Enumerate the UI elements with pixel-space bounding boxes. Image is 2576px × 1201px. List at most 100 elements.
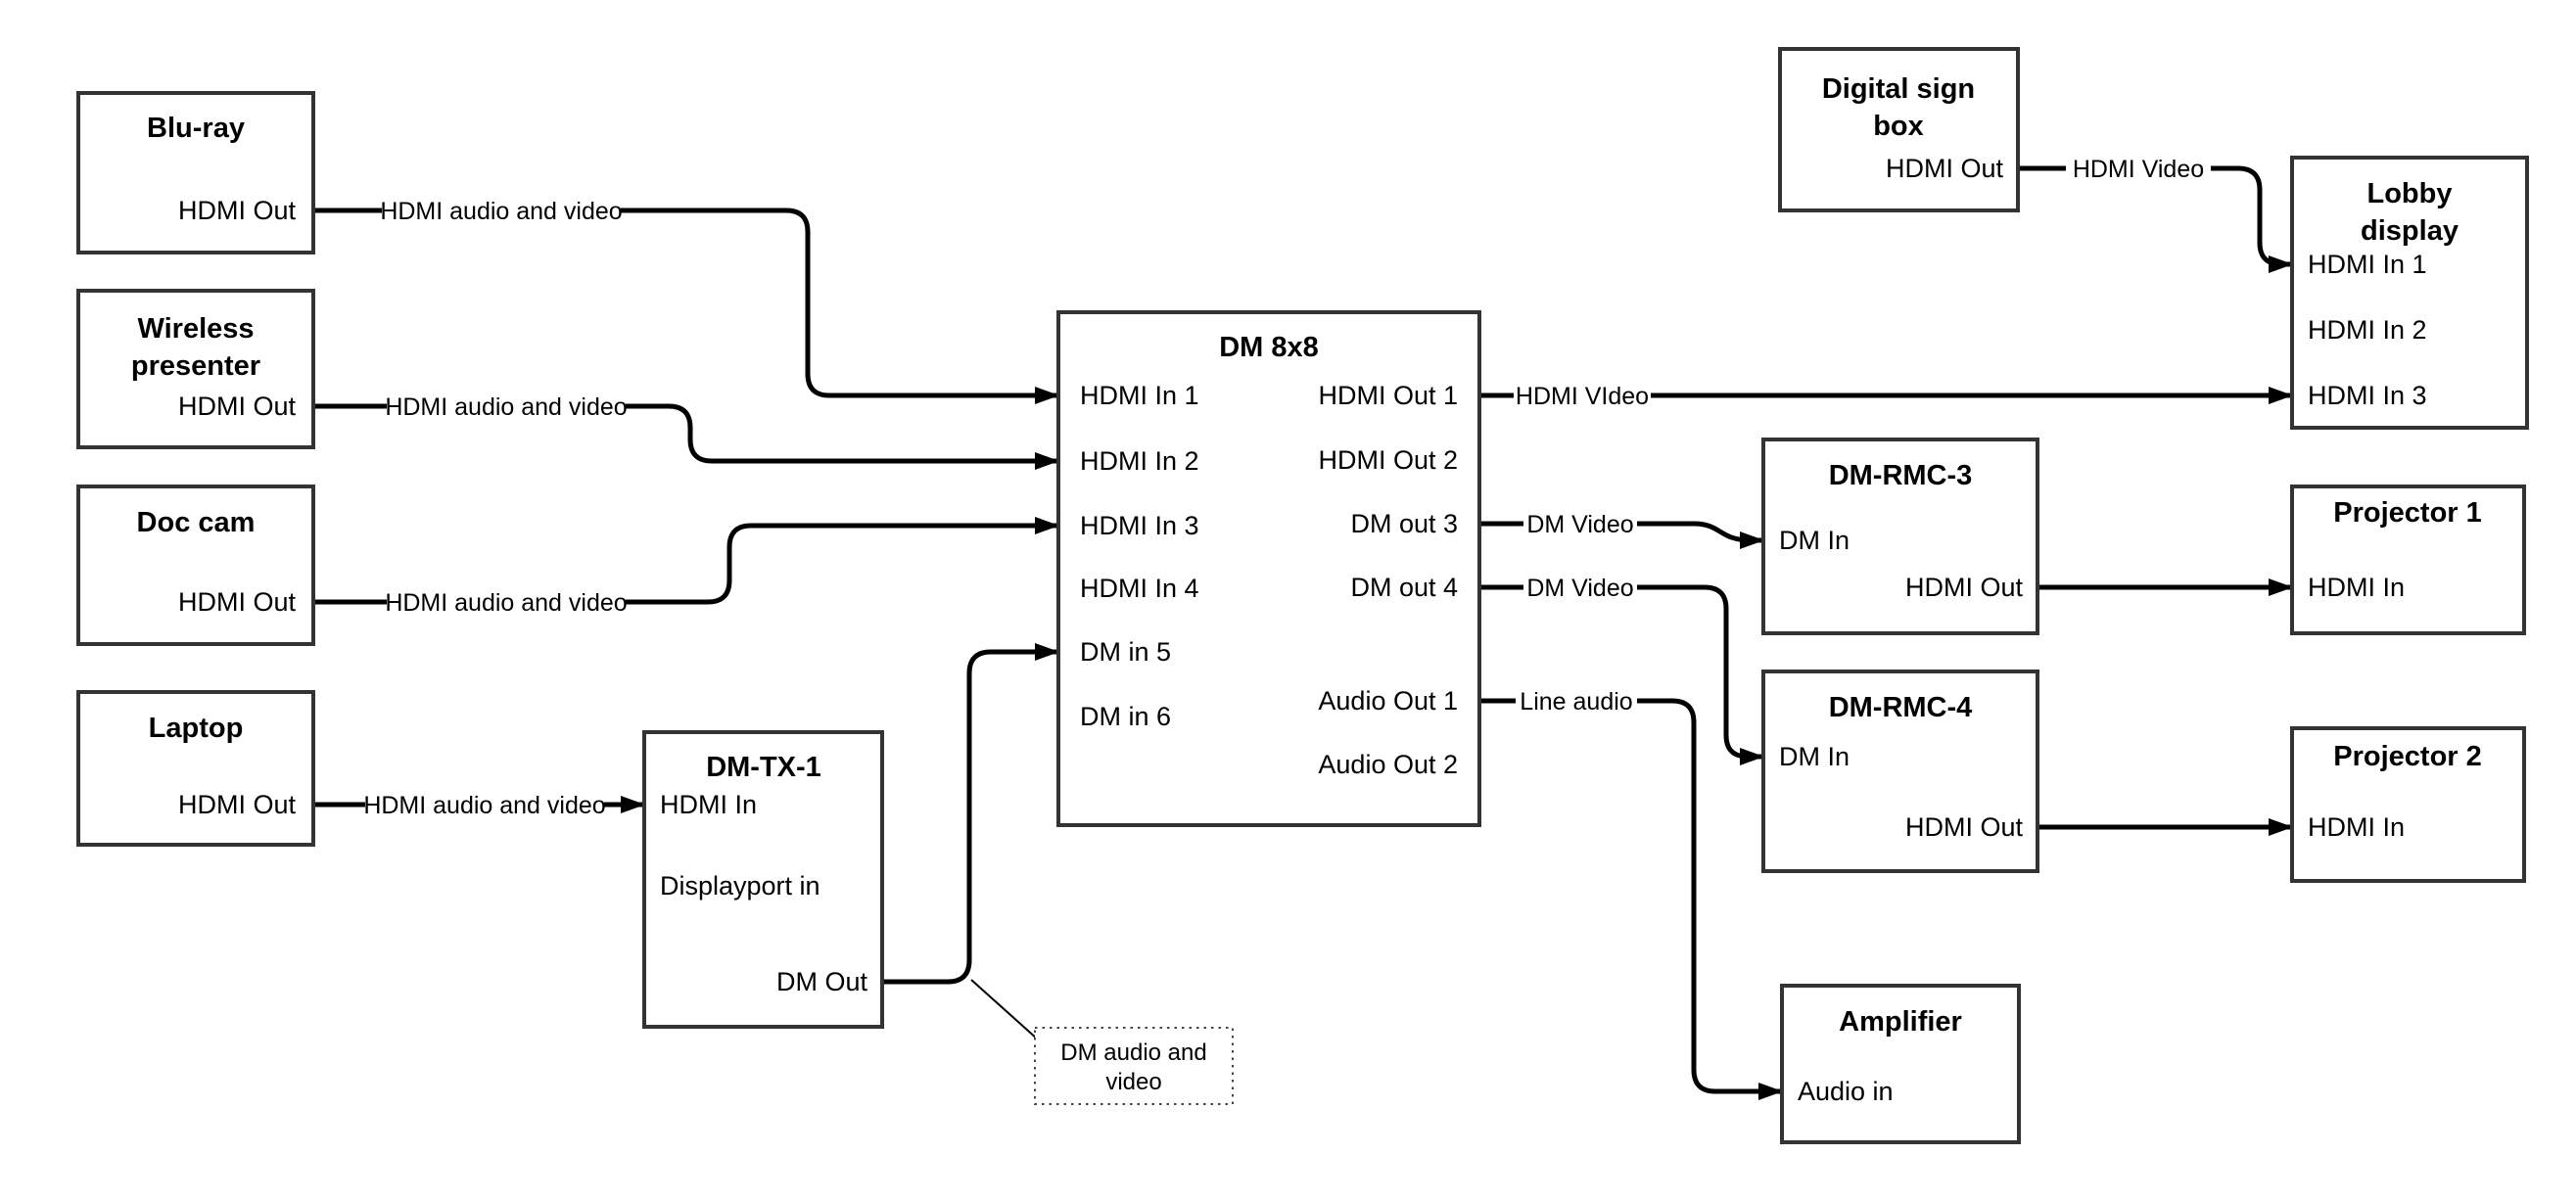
node-bluray-box [76, 91, 315, 254]
port-dmtx1-displayport-in: Displayport in [660, 871, 820, 901]
wire-doccam-to-dm8x8-in3 [313, 517, 1059, 605]
node-bluray: Blu-ray HDMI Out [76, 91, 315, 254]
node-amplifier: Amplifier Audio in [1780, 984, 2021, 1144]
node-dmrmc4-title: DM-RMC-4 [1829, 692, 1973, 723]
port-dmrmc4-hdmi-out: HDMI Out [1905, 812, 2024, 842]
node-proj2-title: Projector 2 [2333, 741, 2482, 772]
node-digitalsign-box [1778, 47, 2020, 212]
port-dm8x8-hdmi-in-4: HDMI In 4 [1080, 574, 1199, 603]
wire-label-bg [1523, 508, 1637, 539]
wire-dm8x8-audio1-to-amplifier [1479, 698, 1783, 1100]
port-amplifier-audio-in: Audio in [1798, 1077, 1894, 1106]
wire-label-bg [1523, 572, 1637, 603]
annotation-note-line2: video [1105, 1069, 1161, 1095]
wire-label-dm-video-out3: DM Video [1526, 511, 1633, 538]
annotation-note-line1: DM audio and [1060, 1039, 1206, 1066]
node-bluray-title: Blu-ray [147, 113, 245, 144]
wire-dm8x8-out4-to-dmrmc4 [1479, 584, 1764, 765]
port-doccam-hdmi-out: HDMI Out [178, 587, 297, 617]
port-lobby-hdmi-in-3: HDMI In 3 [2308, 381, 2427, 410]
node-projector-1: Projector 1 HDMI In [2290, 485, 2526, 635]
wire-bluray-to-dm8x8-in1 [313, 208, 1059, 404]
port-dm8x8-dm-in-5: DM in 5 [1080, 637, 1171, 667]
wire-digitalsign-to-lobby-in1 [2018, 165, 2293, 273]
port-dmtx1-hdmi-in: HDMI In [660, 790, 757, 819]
port-dm8x8-hdmi-out-1: HDMI Out 1 [1318, 381, 1458, 410]
port-dm8x8-dm-out-4: DM out 4 [1350, 573, 1458, 602]
port-dmrmc4-dm-in: DM In [1779, 742, 1850, 771]
port-dm8x8-audio-out-2: Audio Out 2 [1318, 750, 1458, 779]
node-digitalsign-title-line1: Digital sign [1822, 73, 1975, 105]
node-dm-8x8: DM 8x8 HDMI In 1 HDMI In 2 HDMI In 3 HDM… [1056, 310, 1481, 827]
wire-label-wireless: HDMI audio and video [385, 393, 627, 421]
node-wireless-box [76, 289, 315, 449]
port-dmtx1-dm-out: DM Out [776, 967, 868, 996]
node-lobby-title-line1: Lobby [2367, 178, 2453, 209]
node-dmrmc3-box [1761, 438, 2039, 635]
node-lobby-title-line2: display [2361, 215, 2459, 247]
port-dm8x8-hdmi-in-2: HDMI In 2 [1080, 446, 1199, 476]
wire-label-hdmi-video-out1: HDMI VIdeo [1516, 383, 1649, 410]
node-lobby-box [2290, 156, 2529, 430]
wire-label-doccam: HDMI audio and video [385, 589, 627, 617]
wire-label-dm-video-out4: DM Video [1526, 575, 1633, 602]
node-dm-rmc-4: DM-RMC-4 DM In HDMI Out [1761, 670, 2039, 873]
port-dmrmc3-hdmi-out: HDMI Out [1905, 573, 2024, 602]
node-wireless-title-line2: presenter [131, 350, 260, 382]
node-dmrmc3-title: DM-RMC-3 [1829, 460, 1973, 491]
port-laptop-hdmi-out: HDMI Out [178, 790, 297, 819]
wire-label-bg [365, 789, 604, 820]
annotation-leader-line [970, 979, 1039, 1040]
node-laptop: Laptop HDMI Out [76, 690, 315, 847]
wire-label-hdmi-video-sign: HDMI Video [2073, 156, 2204, 183]
port-wireless-hdmi-out: HDMI Out [178, 392, 297, 421]
node-laptop-title: Laptop [149, 713, 244, 744]
node-doc-cam: Doc cam HDMI Out [76, 485, 315, 646]
node-digitalsign-title-line2: box [1873, 111, 1924, 142]
port-dmrmc3-dm-in: DM In [1779, 526, 1850, 555]
port-bluray-hdmi-out: HDMI Out [178, 196, 297, 225]
node-digital-sign-box: Digital sign box HDMI Out [1778, 47, 2020, 212]
port-lobby-hdmi-in-2: HDMI In 2 [2308, 315, 2427, 345]
wire-label-line-audio: Line audio [1520, 688, 1632, 716]
node-dm8x8-box [1056, 310, 1481, 827]
port-dm8x8-hdmi-out-2: HDMI Out 2 [1318, 445, 1458, 475]
wire-label-bg [2066, 153, 2211, 184]
wire-dm8x8-out3-to-dmrmc3 [1479, 521, 1764, 549]
node-doccam-box [76, 485, 315, 646]
node-proj1-box [2290, 485, 2526, 635]
wire-label-bluray: HDMI audio and video [380, 198, 622, 225]
node-dm-tx-1: DM-TX-1 HDMI In Displayport in DM Out [642, 730, 884, 1029]
wire-label-bg [382, 195, 621, 226]
port-digitalsign-hdmi-out: HDMI Out [1886, 154, 2004, 183]
node-wireless-presenter: Wireless presenter HDMI Out [76, 289, 315, 449]
wire-label-bg [1514, 380, 1651, 411]
node-proj1-title: Projector 1 [2333, 497, 2482, 529]
node-laptop-box [76, 690, 315, 847]
annotation-note-box [1034, 1027, 1234, 1105]
port-dm8x8-hdmi-in-3: HDMI In 3 [1080, 511, 1199, 540]
port-dm8x8-audio-out-1: Audio Out 1 [1318, 686, 1458, 716]
node-projector-2: Projector 2 HDMI In [2290, 726, 2526, 883]
node-dmtx1-box [642, 730, 884, 1029]
node-lobby-display: Lobby display HDMI In 1 HDMI In 2 HDMI I… [2290, 156, 2529, 430]
wire-labels: HDMI audio and video HDMI audio and vide… [363, 153, 2211, 820]
node-proj2-box [2290, 726, 2526, 883]
port-dm8x8-dm-in-6: DM in 6 [1080, 702, 1171, 731]
node-dmtx1-title: DM-TX-1 [706, 752, 821, 783]
wire-wireless-to-dm8x8-in2 [313, 403, 1059, 470]
port-dm8x8-hdmi-in-1: HDMI In 1 [1080, 381, 1199, 410]
wire-dmtx1-to-dm8x8-in5 [882, 643, 1059, 985]
annotation-dm-audio-video: DM audio and video [970, 979, 1234, 1105]
wire-label-bg [387, 391, 626, 422]
node-dmrmc4-box [1761, 670, 2039, 873]
wire-label-laptop: HDMI audio and video [363, 792, 605, 819]
port-proj1-hdmi-in: HDMI In [2308, 573, 2405, 602]
node-doccam-title: Doc cam [137, 507, 256, 538]
node-amplifier-box [1780, 984, 2021, 1144]
port-lobby-hdmi-in-1: HDMI In 1 [2308, 250, 2427, 279]
port-proj2-hdmi-in: HDMI In [2308, 812, 2405, 842]
port-dm8x8-dm-out-3: DM out 3 [1350, 509, 1458, 538]
wire-label-bg [1516, 685, 1637, 716]
